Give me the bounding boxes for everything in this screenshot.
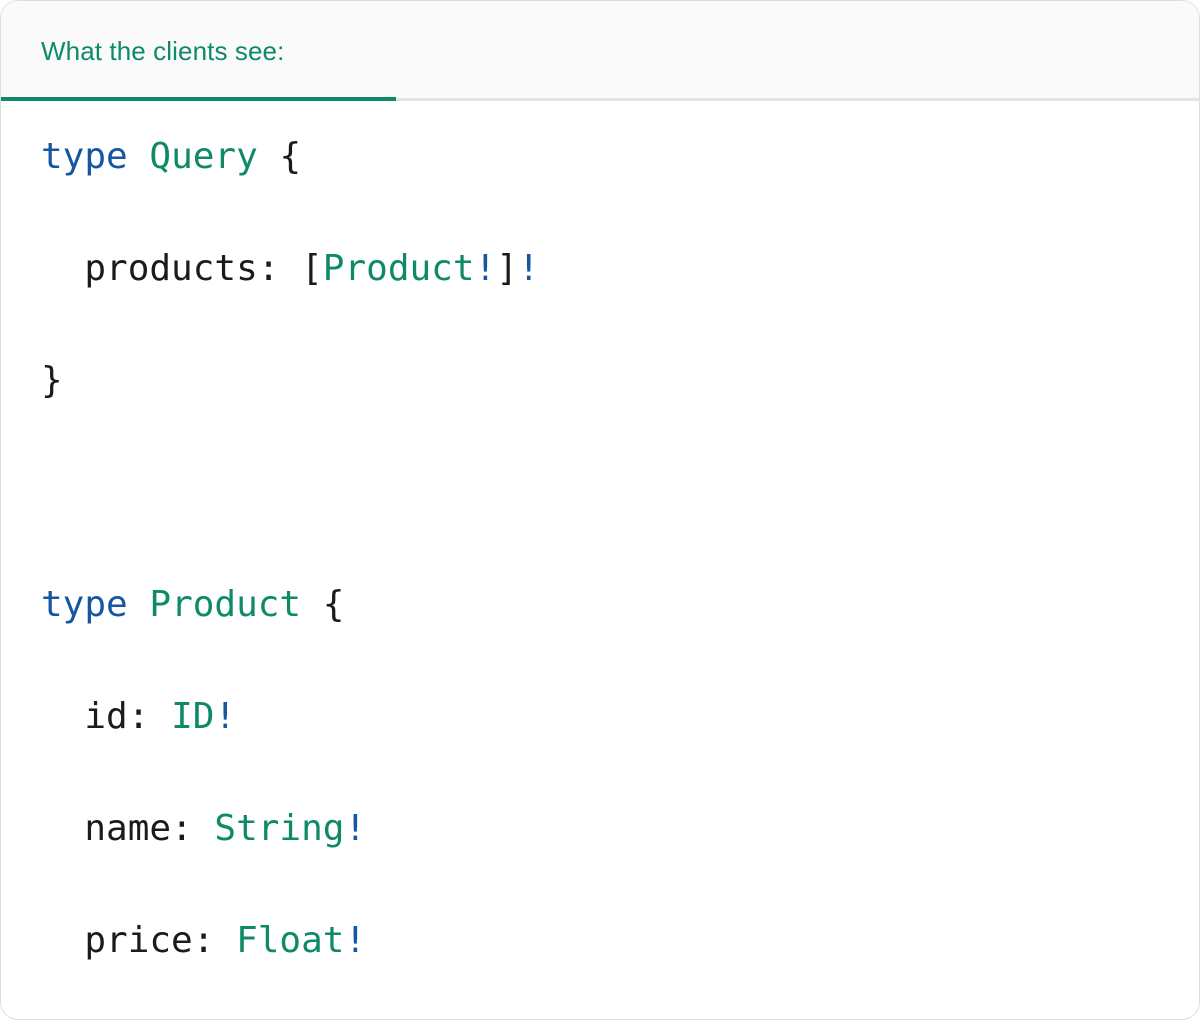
code-token: !	[517, 248, 540, 289]
code-token: !	[344, 808, 367, 849]
code-token: ID	[171, 696, 215, 737]
code-token: !	[474, 248, 497, 289]
code-token: type	[41, 584, 128, 625]
header-divider	[1, 98, 1199, 101]
code-token: name:	[41, 808, 193, 849]
tab-what-the-clients-see[interactable]: What the clients see:	[41, 36, 285, 66]
code-token: String	[214, 808, 345, 849]
code-token: price:	[41, 920, 215, 961]
code-token: type	[41, 136, 128, 177]
code-token: !	[344, 920, 367, 961]
active-tab-indicator	[1, 97, 396, 101]
code-token: Query	[149, 136, 258, 177]
code-token: {	[279, 136, 302, 177]
code-line: price: Float!	[41, 913, 1199, 969]
code-token: !	[214, 696, 237, 737]
code-line: type Query {	[41, 129, 1199, 185]
code-token	[279, 248, 301, 289]
code-line: }	[41, 353, 1199, 409]
code-token	[41, 472, 63, 513]
code-line	[41, 465, 1199, 521]
graphql-schema-code[interactable]: type Query { products: [Product!]! } typ…	[41, 129, 1199, 1019]
code-token: [	[301, 248, 323, 289]
code-token: products:	[41, 248, 280, 289]
code-token	[128, 584, 150, 625]
code-line: products: [Product!]!	[41, 241, 1199, 297]
code-token: ]	[496, 248, 518, 289]
code-token	[149, 696, 171, 737]
code-token: id:	[41, 696, 150, 737]
card-header: What the clients see:	[1, 1, 1199, 101]
code-token: }	[41, 360, 63, 401]
code-token: Product	[322, 248, 475, 289]
code-token	[214, 920, 236, 961]
code-token	[258, 136, 280, 177]
code-token: {	[322, 584, 345, 625]
code-line: id: ID!	[41, 689, 1199, 745]
code-token	[301, 584, 323, 625]
code-line: name: String!	[41, 801, 1199, 857]
code-line: type Product {	[41, 577, 1199, 633]
code-token	[193, 808, 215, 849]
code-body: type Query { products: [Product!]! } typ…	[1, 101, 1199, 1018]
code-token: Product	[149, 584, 302, 625]
code-token	[128, 136, 150, 177]
code-token: Float	[236, 920, 345, 961]
